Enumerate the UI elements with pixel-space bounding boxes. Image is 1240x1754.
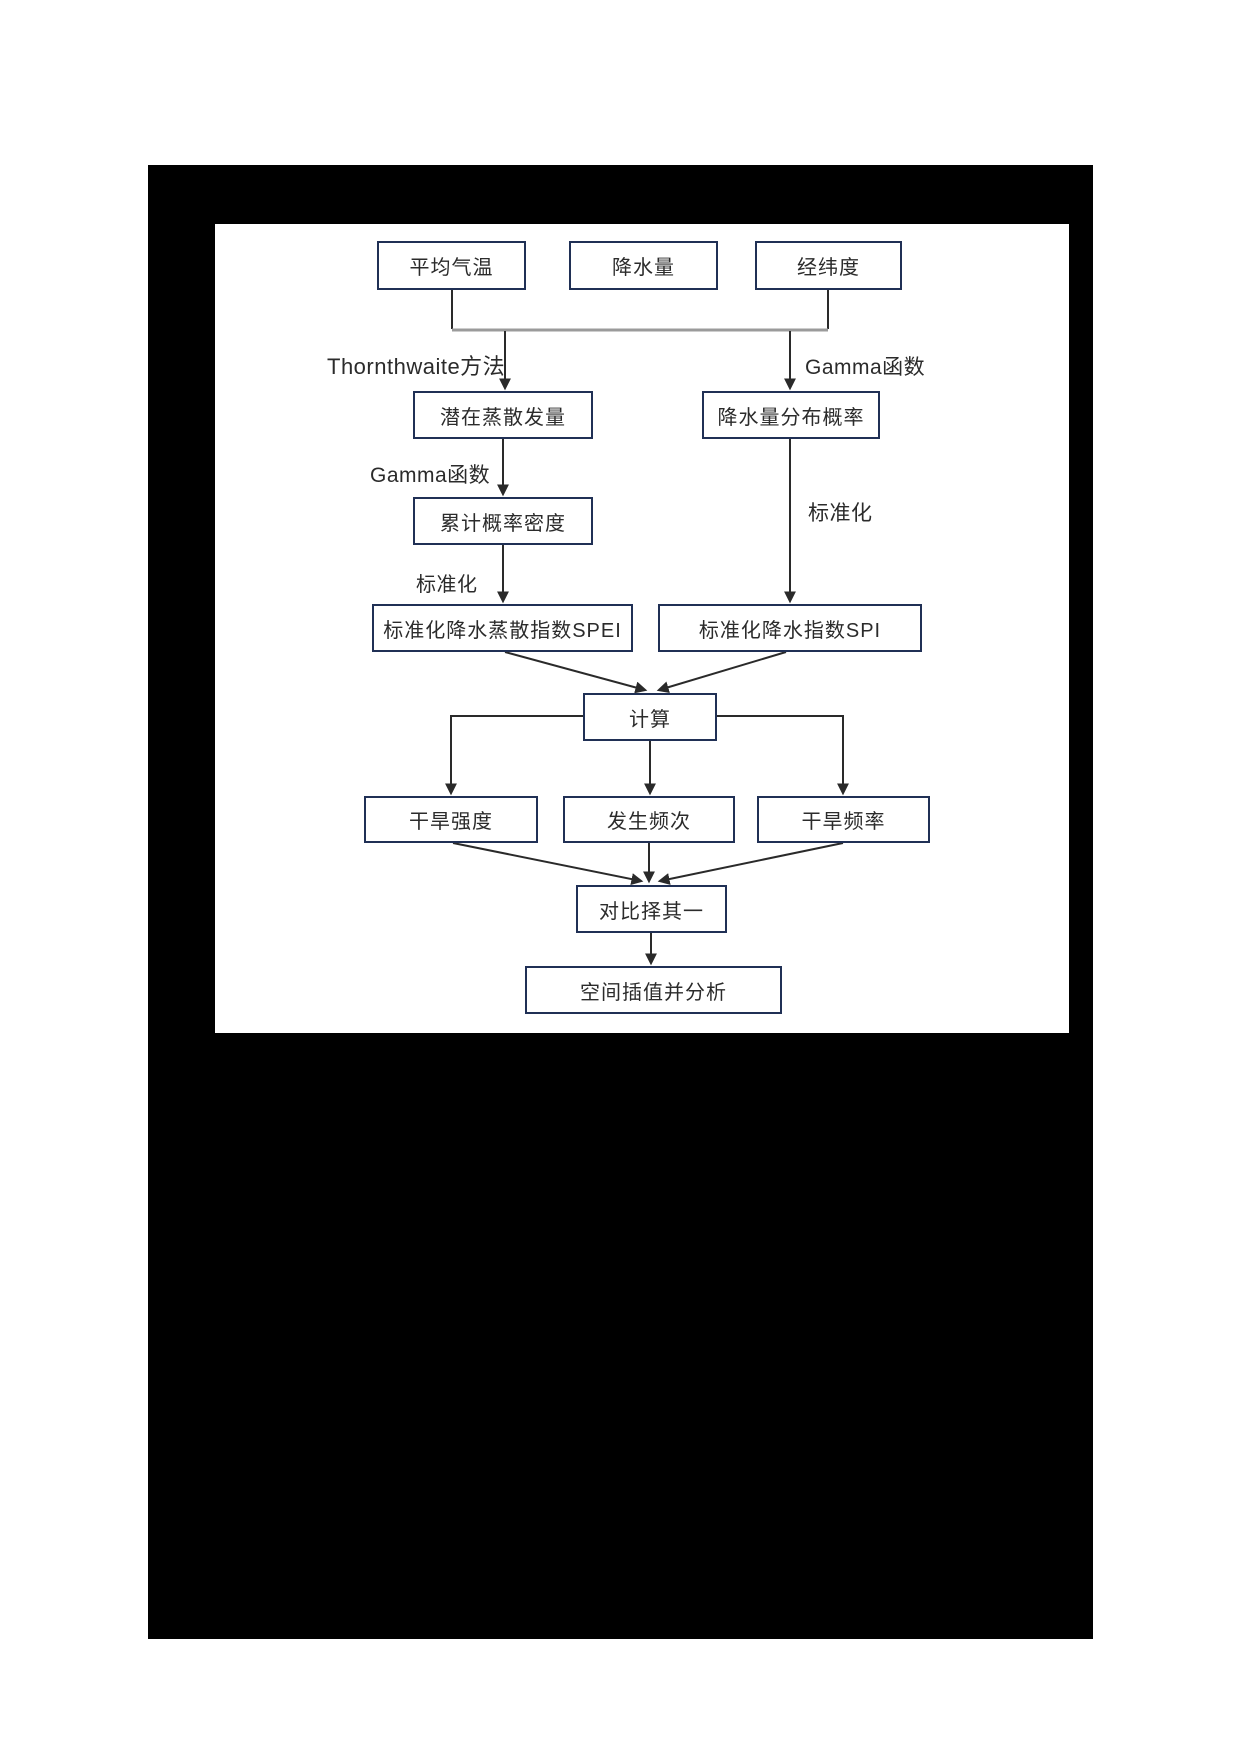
node-spi: 标准化降水指数SPI bbox=[658, 604, 922, 652]
node-label: 对比择其一 bbox=[599, 900, 704, 923]
node-label: 标准化降水蒸散指数SPEI bbox=[383, 619, 622, 642]
node-avg-temp: 平均气温 bbox=[377, 241, 526, 290]
node-label: 空间插值并分析 bbox=[580, 981, 727, 1004]
node-potential-evapotranspiration: 潜在蒸散发量 bbox=[413, 391, 593, 439]
node-cumulative-probability-density: 累计概率密度 bbox=[413, 497, 593, 545]
node-precip-distribution-probability: 降水量分布概率 bbox=[702, 391, 880, 439]
node-label: 平均气温 bbox=[409, 257, 494, 279]
node-precipitation: 降水量 bbox=[569, 241, 718, 290]
node-drought-intensity: 干旱强度 bbox=[364, 796, 538, 843]
node-label: 干旱强度 bbox=[409, 811, 493, 833]
node-label: 潜在蒸散发量 bbox=[440, 406, 566, 429]
node-spei: 标准化降水蒸散指数SPEI bbox=[372, 604, 633, 652]
node-label: 经纬度 bbox=[797, 257, 860, 279]
edge-label-thornthwaite-method: Thornthwaite方法 bbox=[327, 354, 506, 379]
edge-label-gamma-function-left: Gamma函数 bbox=[370, 464, 491, 487]
node-calculate: 计算 bbox=[583, 693, 717, 741]
node-label: 计算 bbox=[629, 708, 671, 731]
node-label: 发生频次 bbox=[607, 811, 691, 833]
edge-label-standardize-left: 标准化 bbox=[416, 574, 478, 596]
node-label: 累计概率密度 bbox=[440, 512, 566, 535]
node-label: 降水量 bbox=[612, 257, 675, 279]
node-label: 干旱频率 bbox=[801, 811, 886, 833]
node-lat-lon: 经纬度 bbox=[755, 241, 902, 290]
node-drought-frequency: 干旱频率 bbox=[757, 796, 930, 843]
node-label: 标准化降水指数SPI bbox=[698, 619, 882, 642]
edge-label-standardize-right: 标准化 bbox=[808, 502, 873, 525]
node-occurrence-frequency: 发生频次 bbox=[563, 796, 735, 843]
node-label: 降水量分布概率 bbox=[717, 406, 865, 429]
node-spatial-interpolation-analysis: 空间插值并分析 bbox=[525, 966, 782, 1014]
edge-label-gamma-function-right: Gamma函数 bbox=[805, 356, 926, 379]
node-compare-choose-one: 对比择其一 bbox=[576, 885, 727, 933]
